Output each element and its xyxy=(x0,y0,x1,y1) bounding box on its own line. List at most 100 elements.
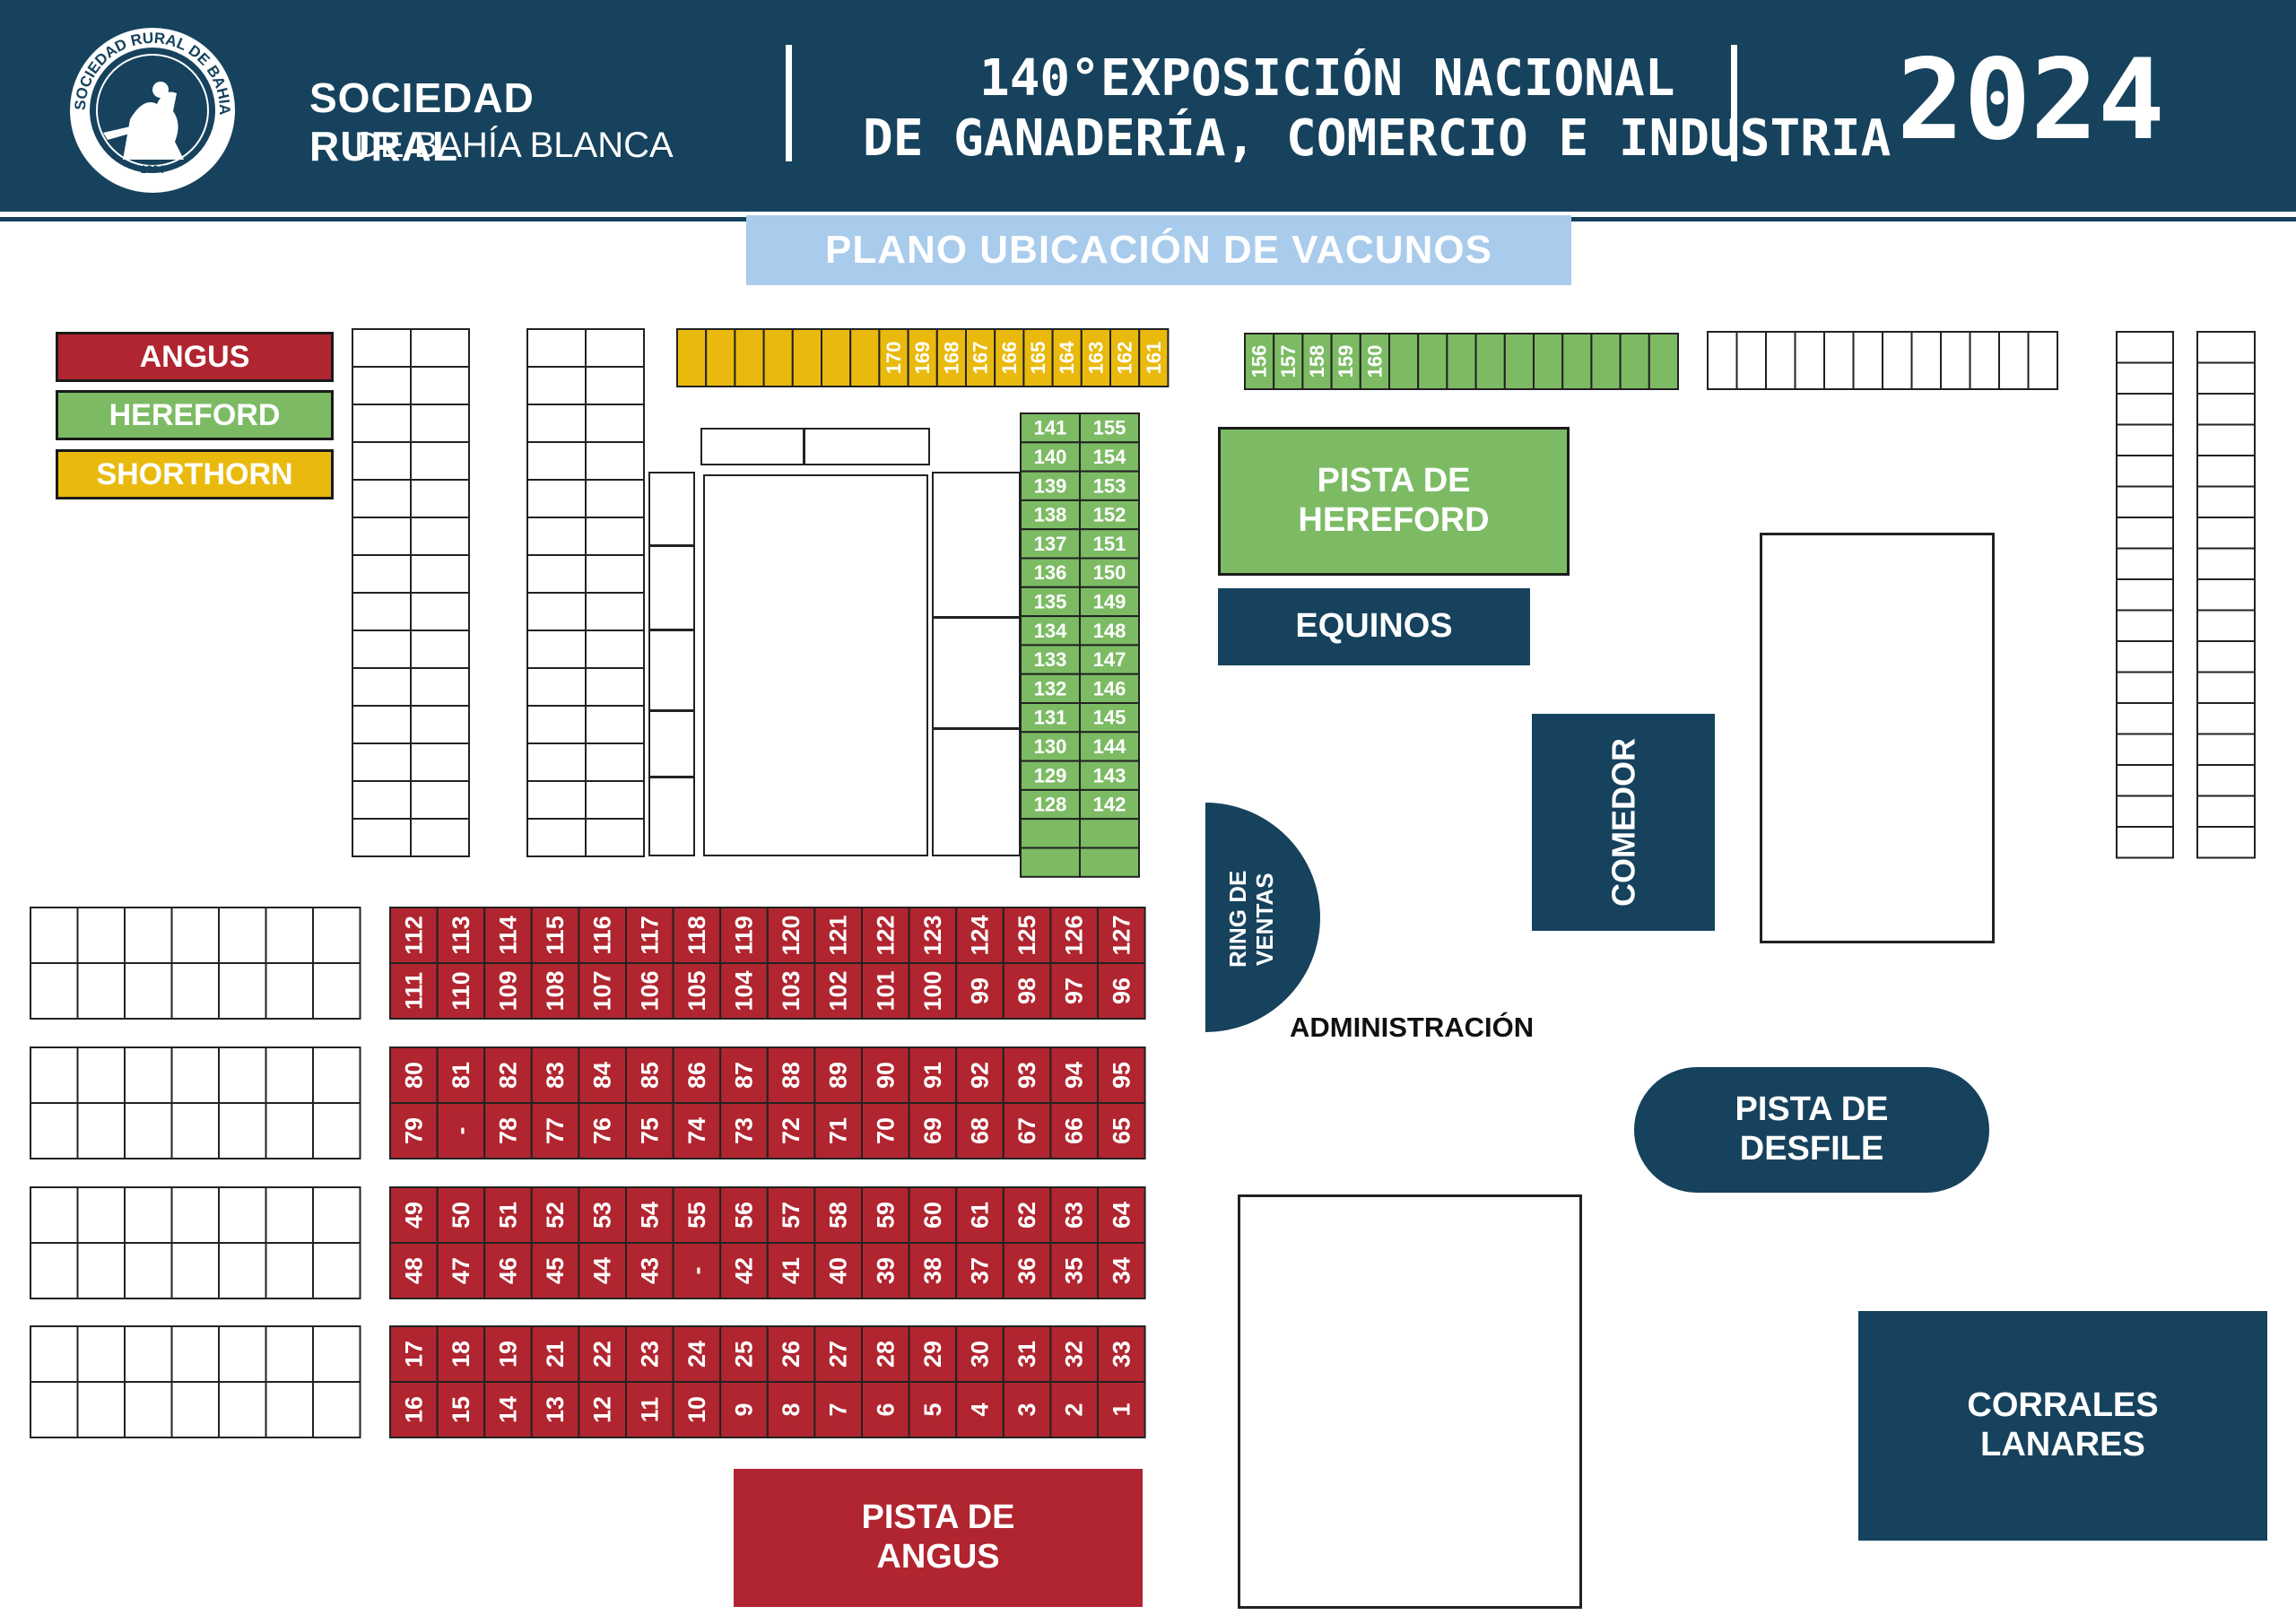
angus-pen-number: 75 xyxy=(636,1117,663,1144)
empty-pen xyxy=(585,366,645,405)
hereford-pen xyxy=(1020,788,1081,821)
angus-pen-number: 51 xyxy=(495,1202,522,1229)
angus-pen xyxy=(813,1381,864,1438)
empty-pen xyxy=(2196,826,2256,859)
shorthorn-pen-number: 169 xyxy=(911,342,934,375)
empty-pen xyxy=(312,962,361,1020)
shorthorn-pen xyxy=(994,328,1025,387)
angus-pen xyxy=(672,1381,722,1438)
empty-pen xyxy=(2196,733,2256,766)
angus-pen-number: 68 xyxy=(967,1117,994,1144)
empty-pen xyxy=(2116,826,2174,859)
angus-pen-number: 47 xyxy=(448,1257,474,1284)
angus-pen-number: 43 xyxy=(636,1257,663,1284)
angus-pen-number: 76 xyxy=(589,1117,616,1144)
empty-pen xyxy=(1735,331,1767,390)
angus-pen xyxy=(436,1102,486,1159)
angus-pen xyxy=(955,962,1004,1020)
expo-title-line1: 140°EXPOSICIÓN NACIONAL xyxy=(979,49,1675,108)
angus-pen-number: 57 xyxy=(778,1202,804,1229)
angus-pen xyxy=(1097,1242,1146,1299)
angus-pen xyxy=(625,1242,674,1299)
shorthorn-pen xyxy=(1051,328,1083,387)
empty-pen xyxy=(218,1046,267,1104)
empty-pen xyxy=(2196,485,2256,518)
hereford-pen xyxy=(1079,702,1140,734)
empty-pen xyxy=(2116,609,2174,642)
angus-pen-number: 114 xyxy=(495,916,522,955)
empty-pen xyxy=(76,1102,126,1159)
hereford-pen-number: 150 xyxy=(1093,561,1126,584)
empty-pen xyxy=(1852,331,1883,390)
angus-pen-number: 4 xyxy=(967,1403,994,1416)
angus-pen-number: 89 xyxy=(825,1062,852,1089)
empty-pen xyxy=(2196,393,2256,426)
hereford-pen xyxy=(1079,673,1140,705)
empty-pen xyxy=(1882,331,1913,390)
empty-pen xyxy=(170,1242,220,1299)
angus-pen-number: 59 xyxy=(872,1202,899,1229)
empty-pen xyxy=(585,667,645,707)
angus-pen xyxy=(1097,1381,1146,1438)
angus-pen-number: 101 xyxy=(872,970,899,1011)
empty-pen xyxy=(410,404,470,443)
angus-pen-number: 102 xyxy=(825,970,852,1011)
shorthorn-pen-number: 170 xyxy=(883,342,905,375)
empty-pen xyxy=(76,1242,126,1299)
empty-pen xyxy=(2027,331,2058,390)
empty-pen xyxy=(265,1186,314,1244)
angus-pen xyxy=(530,907,580,964)
empty-pen xyxy=(352,592,412,631)
empty-pen xyxy=(124,962,173,1020)
empty-pen xyxy=(526,630,587,669)
header-separator-left xyxy=(786,45,792,161)
empty-pen xyxy=(352,366,412,405)
corrales-lanares-zone: CORRALES LANARES xyxy=(1858,1311,2267,1541)
hereford-pen xyxy=(1020,731,1081,762)
angus-pen-number: 36 xyxy=(1013,1257,1040,1284)
empty-pen xyxy=(2116,361,2174,395)
angus-pen-number: 124 xyxy=(967,915,994,955)
angus-pen-number: 66 xyxy=(1061,1117,1088,1144)
empty-pen xyxy=(30,1046,79,1104)
angus-pen-number: 127 xyxy=(1108,915,1135,955)
angus-pen xyxy=(436,1381,486,1438)
empty-pen xyxy=(585,780,645,820)
angus-pen xyxy=(1097,1102,1146,1159)
hereford-pen xyxy=(1388,333,1420,390)
empty-pen xyxy=(76,1325,126,1383)
angus-pen xyxy=(530,1102,580,1159)
hereford-pen-number: 149 xyxy=(1093,590,1126,612)
shorthorn-pen xyxy=(705,328,736,387)
empty-pen xyxy=(2116,331,2174,364)
angus-pen-number: 21 xyxy=(542,1341,569,1368)
angus-pen xyxy=(389,1381,439,1438)
header-band xyxy=(0,0,2296,212)
empty-pen xyxy=(526,818,587,857)
angus-pen-number: 65 xyxy=(1108,1117,1135,1144)
empty-pen xyxy=(352,630,412,669)
hereford-pen-number: 147 xyxy=(1093,648,1126,671)
empty-pen xyxy=(170,1046,220,1104)
hereford-pen-number: 160 xyxy=(1363,345,1386,378)
angus-pen-number: 2 xyxy=(1061,1403,1088,1416)
angus-pen-number: 44 xyxy=(589,1257,616,1284)
hereford-pen xyxy=(1079,413,1140,444)
angus-pen xyxy=(625,1381,674,1438)
angus-pen-number: 108 xyxy=(542,970,569,1011)
hereford-pen xyxy=(1079,441,1140,473)
empty-pen xyxy=(410,441,470,481)
legend-angus: ANGUS xyxy=(56,332,334,382)
angus-pen xyxy=(861,1046,910,1104)
empty-pen xyxy=(218,1381,267,1438)
angus-pen xyxy=(1049,1242,1100,1299)
shorthorn-pen xyxy=(1109,328,1141,387)
empty-pen xyxy=(352,517,412,556)
angus-pen-number: 9 xyxy=(731,1403,758,1416)
empty-pen xyxy=(585,554,645,594)
angus-pen xyxy=(719,1242,769,1299)
empty-pen xyxy=(1910,331,1942,390)
angus-pen-number: 90 xyxy=(872,1062,899,1089)
angus-pen xyxy=(861,1102,910,1159)
shorthorn-pen xyxy=(762,328,794,387)
